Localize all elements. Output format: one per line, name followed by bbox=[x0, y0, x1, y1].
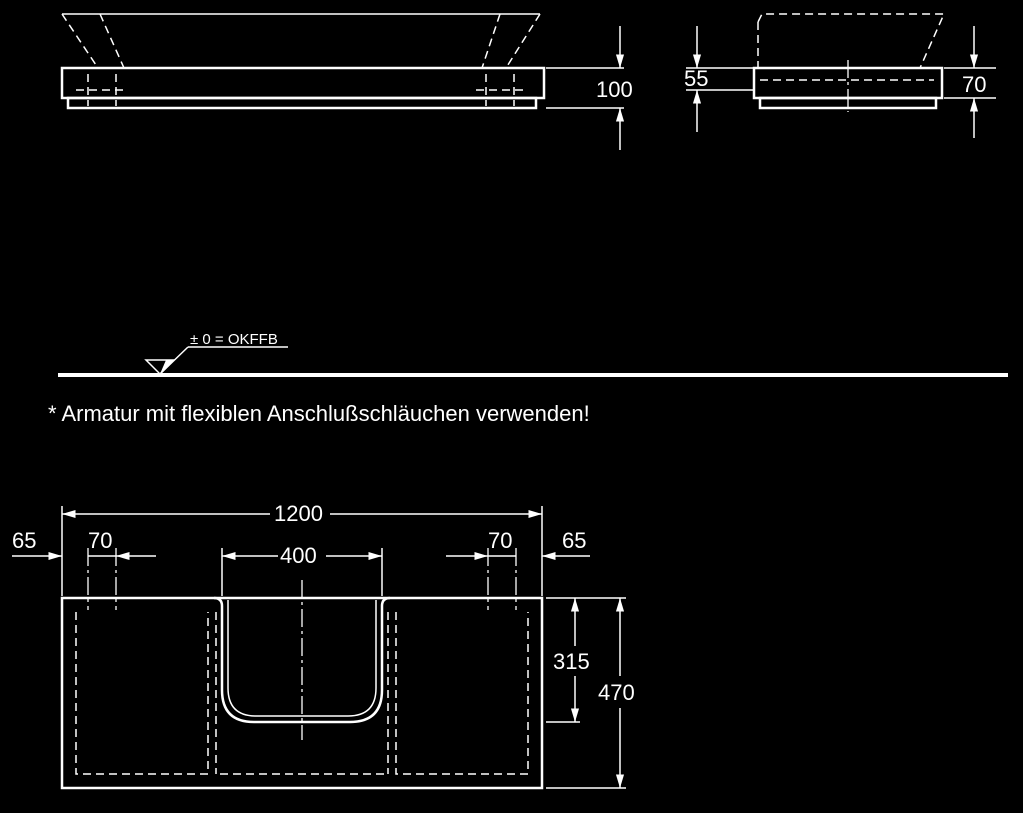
countertop bbox=[60, 66, 546, 100]
side-elevation: 55 70 bbox=[684, 13, 996, 138]
bowl-cutout[interactable] bbox=[213, 596, 391, 724]
mounting-mark-left bbox=[76, 74, 128, 106]
side-bowl-outline bbox=[757, 13, 946, 69]
floor-level-label: ± 0 = OKFFB bbox=[190, 331, 278, 348]
countertop-underside bbox=[66, 96, 538, 110]
dim-side-label: 70 bbox=[962, 72, 986, 97]
front-elevation: 100 bbox=[60, 13, 633, 150]
bowl-outline bbox=[61, 13, 541, 69]
inner-cabinet-lines bbox=[75, 612, 529, 775]
mounting-mark-right bbox=[476, 74, 528, 106]
plan-view: 1200 400 65 70 70 65 315 470 bbox=[12, 501, 635, 790]
floor-level: ± 0 = OKFFB bbox=[58, 331, 1008, 377]
dim-bowl-depth-label: 315 bbox=[553, 649, 590, 674]
dim-right-outer-label: 65 bbox=[562, 528, 586, 553]
dim-left-outer-label: 65 bbox=[12, 528, 36, 553]
installation-note: * Armatur mit flexiblen Anschlußschläuch… bbox=[48, 401, 590, 426]
dim-left-inner-label: 70 bbox=[88, 528, 112, 553]
dim-right-inner-label: 70 bbox=[488, 528, 512, 553]
dim-height-label: 100 bbox=[596, 77, 633, 102]
dim-depth-label: 470 bbox=[598, 680, 635, 705]
dim-bowl-label: 400 bbox=[280, 543, 317, 568]
dim-front-label: 55 bbox=[684, 66, 708, 91]
dim-width-label: 1200 bbox=[274, 501, 323, 526]
